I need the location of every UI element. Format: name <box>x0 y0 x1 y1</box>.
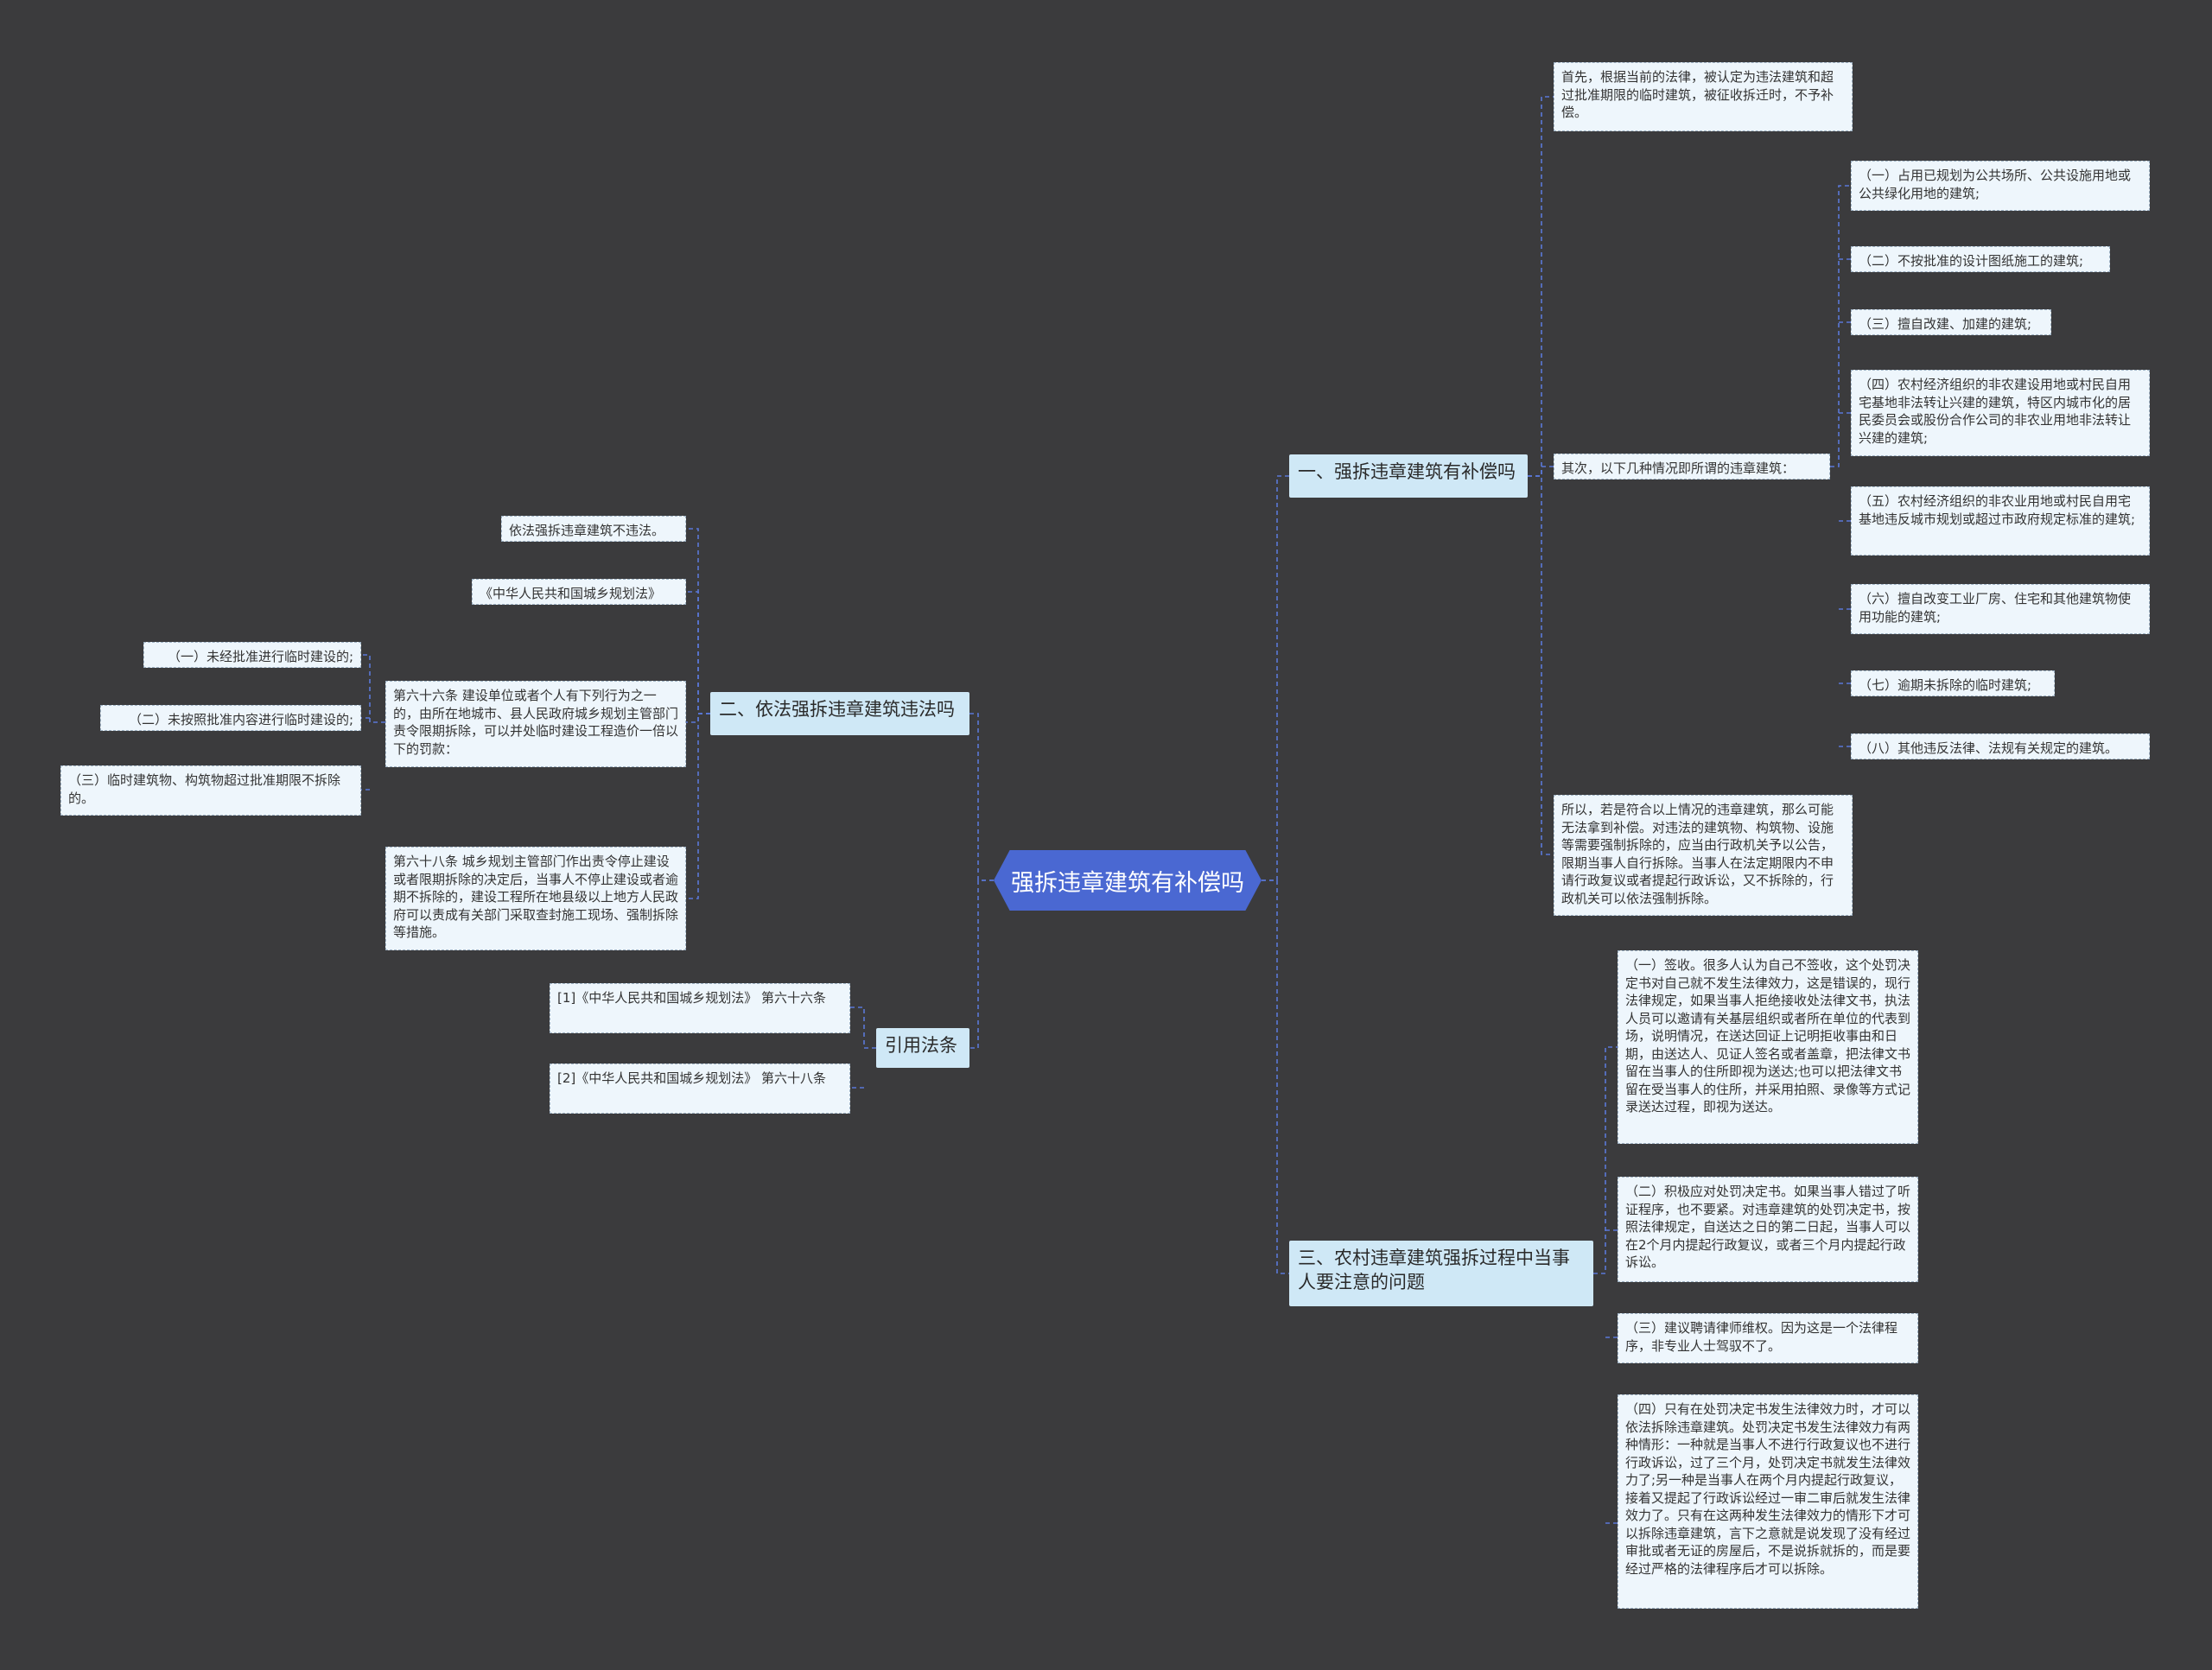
edge-b1-n3 <box>1528 475 1554 855</box>
b1-item-2: （二）不按批准的设计图纸施工的建筑; <box>1851 246 2110 272</box>
branch-2-title: 二、依法强拆违章建筑违法吗 <box>719 699 955 720</box>
root-node[interactable]: 强拆违章建筑有补偿吗 <box>994 850 1262 911</box>
b2-note-4: 第六十八条 城乡规划主管部门作出责令停止建设或者限期拆除的决定后，当事人不停止建… <box>385 847 686 950</box>
b2-note-3: 第六十六条 建设单位或者个人有下列行为之一的，由所在地城市、县人民政府城乡规划主… <box>385 681 686 767</box>
edge-root-b4 <box>1262 879 1289 1274</box>
edge-b2-n4 <box>686 713 710 899</box>
edge-n2-items <box>1830 185 1851 747</box>
b1-item-6: （六）擅自改变工业厂房、住宅和其他建筑物使用功能的建筑; <box>1851 584 2150 634</box>
b1-item-5: （五）农村经济组织的非农业用地或村民自用宅基地违反城市规划或超过市政府规定标准的… <box>1851 486 2150 556</box>
b2-note-1: 依法强拆违章建筑不违法。 <box>501 516 686 542</box>
b1-note-3: 所以，若是符合以上情况的违章建筑，那么可能无法拿到补偿。对违法的建筑物、构筑物、… <box>1554 795 1853 916</box>
branch-4[interactable]: 三、农村违章建筑强拆过程中当事人要注意的问题 <box>1289 1241 1593 1306</box>
edge-b2-n2 <box>686 591 710 714</box>
b3-item-2: [2]《中华人民共和国城乡规划法》 第六十八条 <box>550 1064 850 1114</box>
edge-root-b1 <box>1262 475 1289 881</box>
b1-item-1: （一）占用已规划为公共场所、公共设施用地或公共绿化用地的建筑; <box>1851 161 2150 211</box>
b4-item-4: （四）只有在处罚决定书发生法律效力时，才可以依法拆除违章建筑。处罚决定书发生法律… <box>1618 1394 1918 1609</box>
edge-n3-items <box>361 654 385 791</box>
root-label: 强拆违章建筑有补偿吗 <box>1011 869 1244 897</box>
edge-root-b2 <box>969 713 994 881</box>
b4-item-2: （二）积极应对处罚决定书。如果当事人错过了听证程序，也不要紧。对违章建筑的处罚决… <box>1618 1177 1918 1282</box>
edge-b1-n1 <box>1528 96 1554 477</box>
branch-3-title: 引用法条 <box>885 1035 957 1056</box>
edge-root-b3 <box>969 879 994 1049</box>
b1-item-3: （三）擅自改建、加建的建筑; <box>1851 309 2051 335</box>
b1-item-4: （四）农村经济组织的非农建设用地或村民自用宅基地非法转让兴建的建筑，特区内城市化… <box>1851 370 2150 456</box>
b4-item-1: （一）签收。很多人认为自己不签收，这个处罚决定书对自己就不发生法律效力，这是错误… <box>1618 950 1918 1144</box>
b4-item-3: （三）建议聘请律师维权。因为这是一个法律程序，非专业人士驾驭不了。 <box>1618 1313 1918 1363</box>
b2-item-3: （三）临时建筑物、构筑物超过批准期限不拆除的。 <box>60 765 361 816</box>
b1-item-8: （八）其他违反法律、法规有关规定的建筑。 <box>1851 733 2150 759</box>
branch-1[interactable]: 一、强拆违章建筑有补偿吗 <box>1289 454 1528 498</box>
b1-item-7: （七）逾期未拆除的临时建筑; <box>1851 670 2055 696</box>
edge-b3-items <box>850 1006 876 1089</box>
b2-item-2: （二）未按照批准内容进行临时建设的; <box>100 705 361 731</box>
b3-item-1: [1]《中华人民共和国城乡规划法》 第六十六条 <box>550 983 850 1033</box>
edge-b1-n2 <box>1528 466 1554 477</box>
b2-item-1: （一）未经批准进行临时建设的; <box>143 642 361 668</box>
branch-2[interactable]: 二、依法强拆违章建筑违法吗 <box>710 692 969 735</box>
edge-b4-items <box>1593 1046 1618 1524</box>
branch-4-title: 三、农村违章建筑强拆过程中当事人要注意的问题 <box>1298 1248 1570 1292</box>
b1-note-2: 其次，以下几种情况即所谓的违章建筑： <box>1554 454 1830 479</box>
branch-3[interactable]: 引用法条 <box>876 1028 969 1068</box>
b2-note-2: 《中华人民共和国城乡规划法》 <box>472 579 686 605</box>
b1-note-1: 首先，根据当前的法律，被认定为违法建筑和超过批准期限的临时建筑，被征收拆迁时，不… <box>1554 62 1853 131</box>
branch-1-title: 一、强拆违章建筑有补偿吗 <box>1298 461 1516 482</box>
